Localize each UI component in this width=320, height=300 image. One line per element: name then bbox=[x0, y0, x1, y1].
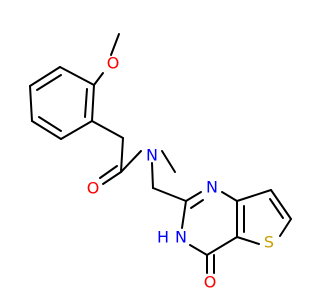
bond-c7a-c4 bbox=[206, 236, 238, 256]
bond-n3-c4a bbox=[221, 191, 238, 202]
bond-benzene-inner-1 bbox=[36, 74, 62, 91]
atom-n-pyrimidine: N bbox=[206, 178, 218, 197]
bond-carbonyl-o-2 bbox=[99, 165, 118, 179]
atom-h-pyrimidinone: H bbox=[157, 228, 169, 247]
bond-benzene-inner-2 bbox=[38, 116, 62, 132]
bond-benzene-2 bbox=[29, 66, 61, 87]
bond-c4a-c5 bbox=[236, 189, 272, 202]
bond-methyl-o bbox=[110, 33, 120, 56]
bond-benzene-1 bbox=[59, 66, 95, 86]
bond-layer bbox=[29, 33, 292, 274]
bond-benzene-4 bbox=[31, 120, 62, 140]
bond-c2-n3-double bbox=[190, 199, 204, 209]
bond-c6-s bbox=[279, 218, 292, 237]
bond-benzene-6 bbox=[91, 84, 95, 122]
bond-benzene-5 bbox=[60, 120, 93, 140]
bond-o-aryl bbox=[93, 72, 104, 86]
structure-diagram: O O N N N H O S bbox=[29, 33, 292, 292]
bond-carbonyl-n bbox=[120, 150, 142, 173]
bond-ch2-carbonyl bbox=[120, 137, 124, 173]
molecule-drawing: O O N N N H O S bbox=[29, 33, 292, 292]
bond-aryl-ch2 bbox=[91, 120, 124, 139]
bond-c4-n1 bbox=[189, 244, 208, 256]
atom-o-methoxy: O bbox=[107, 54, 120, 73]
bond-c2-n3 bbox=[185, 191, 202, 202]
bond-c5-c6-double bbox=[269, 198, 284, 219]
bond-n-ch2 bbox=[151, 162, 154, 189]
atom-s-thiophene: S bbox=[264, 233, 274, 252]
bond-benzene-inner-3 bbox=[84, 88, 88, 118]
bond-n-methyl bbox=[161, 150, 176, 173]
bond-c5-c6 bbox=[270, 189, 292, 220]
atom-label-layer: O O N N N H O S bbox=[87, 54, 274, 292]
atom-n-pyrimidinone: N bbox=[175, 228, 187, 247]
bond-carbonyl-o-1 bbox=[102, 171, 122, 185]
bond-s-c7a bbox=[236, 236, 260, 245]
bond-ch2-ring bbox=[152, 187, 187, 202]
bond-n1-c2 bbox=[181, 200, 187, 229]
atom-o-pyrimidinone: O bbox=[204, 273, 217, 292]
atom-n-amide: N bbox=[146, 146, 158, 165]
bond-benzene-3 bbox=[29, 85, 33, 122]
atom-o-carbonyl: O bbox=[87, 179, 100, 198]
